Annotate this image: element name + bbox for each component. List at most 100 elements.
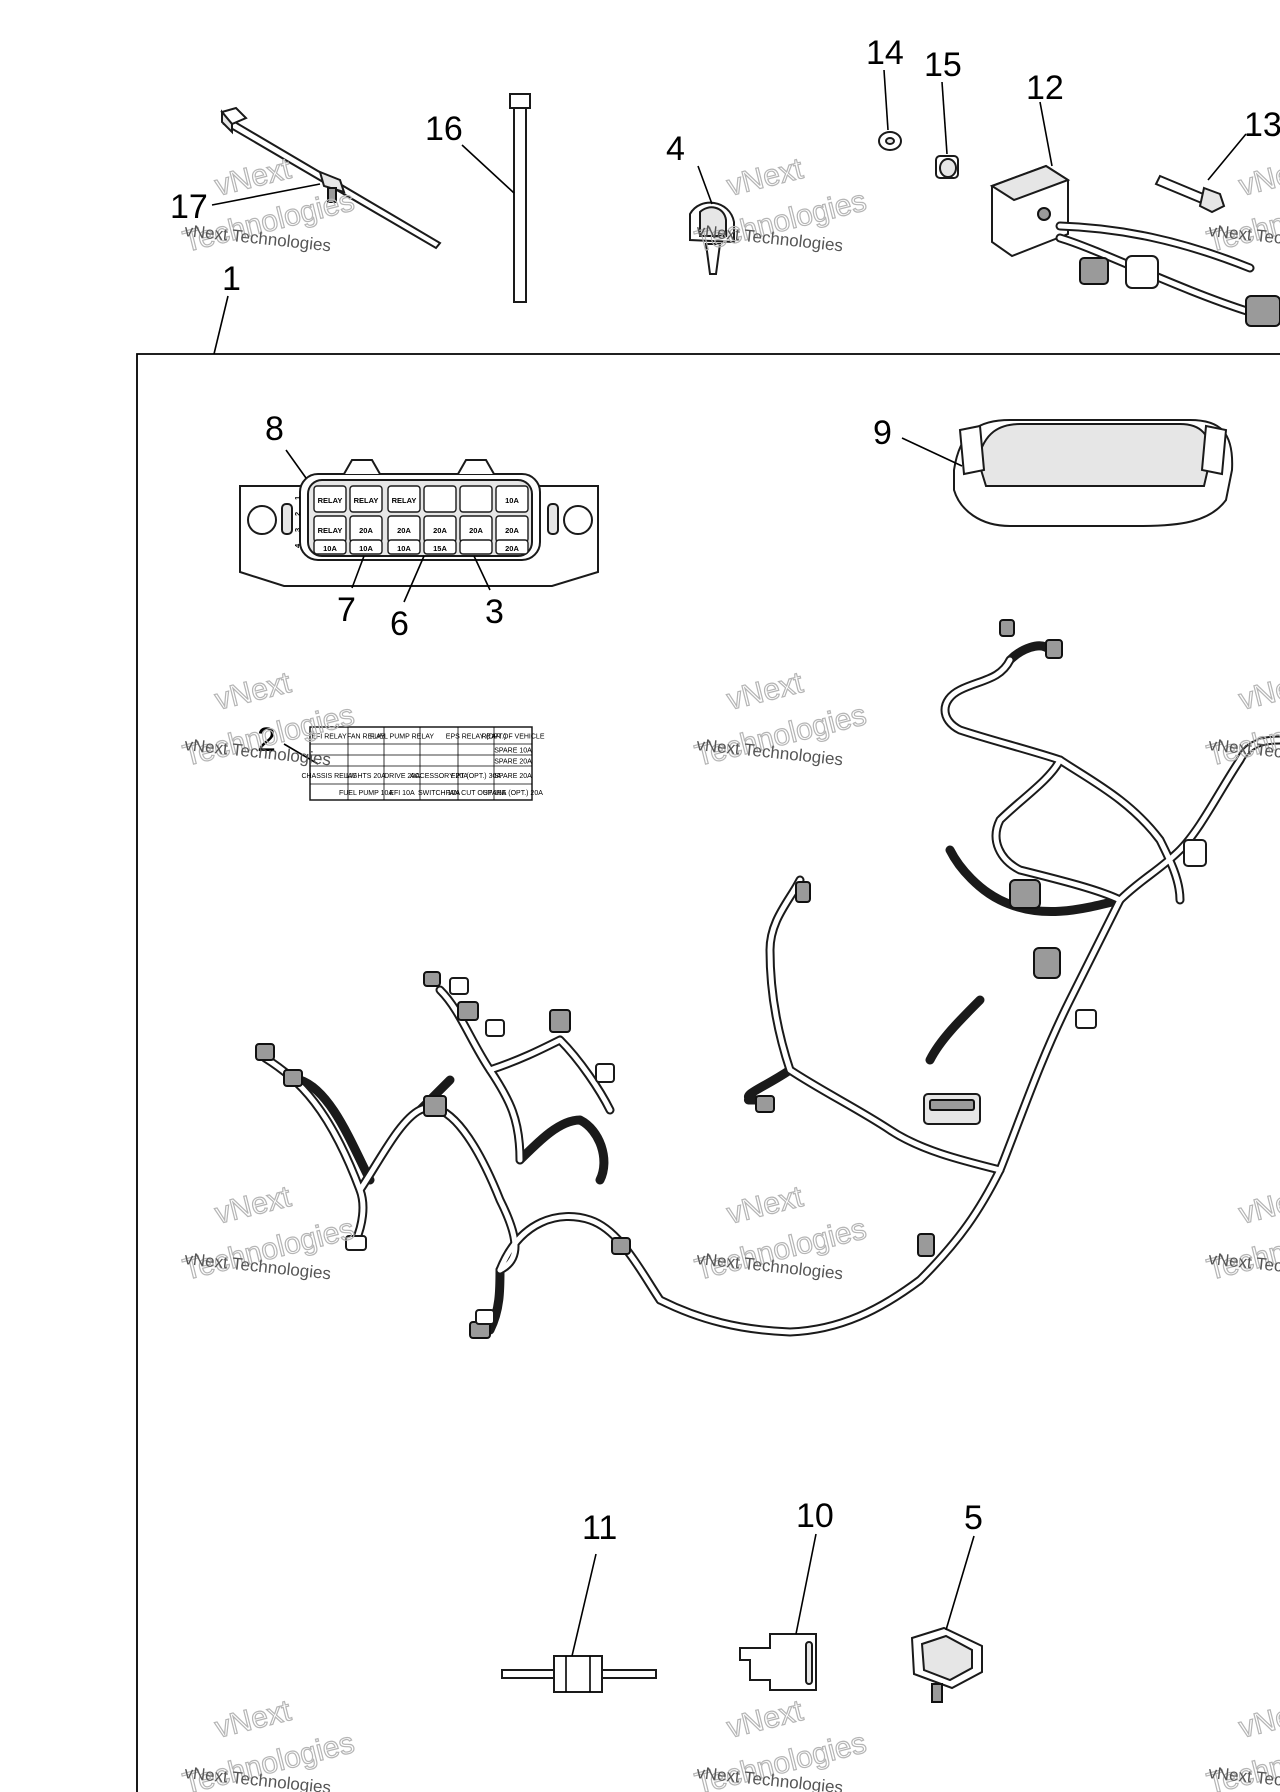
fuse-slot-label: RELAY xyxy=(318,496,343,505)
fuse-grid: RELAY RELAY RELAY 10A RELAY 20A 20A 20A 20A 20A 10… xyxy=(293,485,529,555)
fuse-slot-label: 20A xyxy=(469,526,483,535)
callout-5-leader xyxy=(945,1535,975,1631)
fuse-slot-label: RELAY xyxy=(318,526,343,535)
watermark-text: vNext xyxy=(724,1180,807,1231)
main-wiring-harness xyxy=(255,619,1280,1339)
decal-cell: FUEL PUMP 10A xyxy=(339,790,393,797)
spacer-part xyxy=(935,155,959,179)
fuse-slot-label: 10A xyxy=(397,544,411,553)
watermark-text: vNext xyxy=(212,1694,295,1745)
decal-cell: SPARE 20A xyxy=(494,773,532,780)
fuse-slot xyxy=(459,539,493,555)
decal-cell: SPARE (OPT.) 20A xyxy=(483,790,543,797)
callout-5: 5 xyxy=(964,1499,983,1537)
fuse-slot xyxy=(459,485,493,513)
inline-fuse-holder-part xyxy=(501,1655,657,1693)
callout-11-leader xyxy=(571,1553,597,1657)
decal-cell: DRIVE 20A xyxy=(384,773,420,780)
callout-7: 7 xyxy=(337,591,356,629)
decal-cell: SPARE 20A xyxy=(494,759,532,766)
fuse-slot xyxy=(387,539,421,555)
callout-1: 1 xyxy=(222,260,241,298)
fuse-row-number: 3 xyxy=(293,528,302,532)
decal-cell: EFI 10A xyxy=(389,790,415,797)
fuse-slot-label: 20A xyxy=(433,526,447,535)
fuse-slot-label: RELAY xyxy=(392,496,417,505)
callout-4: 4 xyxy=(666,130,685,168)
fuse-row-number: 4 xyxy=(293,543,302,548)
decal-cell: EPT (OPT.) 30A xyxy=(451,773,501,780)
nut-part xyxy=(878,131,902,151)
fuse-slot xyxy=(313,485,347,513)
callout-12: 12 xyxy=(1026,69,1064,107)
callout-3-leader xyxy=(473,555,491,591)
bolt-part xyxy=(1154,174,1226,214)
watermark-text: vNext xyxy=(212,1180,295,1231)
fuse-slot xyxy=(495,539,529,555)
callout-15: 15 xyxy=(924,46,962,84)
watermark-text: vNext xyxy=(1236,152,1280,203)
fuse-slot xyxy=(387,485,421,513)
watermark-text: vNext xyxy=(724,1694,807,1745)
fuse-slot xyxy=(495,485,529,513)
fuse-box-cover-part xyxy=(953,419,1234,527)
callout-16: 16 xyxy=(425,110,463,148)
callout-2: 2 xyxy=(257,721,276,759)
decal-cell: LIGHTS 20A xyxy=(346,773,386,780)
cable-tie-mount-part xyxy=(220,106,442,250)
blade-fuse-part xyxy=(739,1633,817,1691)
connector-part xyxy=(910,1626,983,1703)
watermark-text: vNext xyxy=(1236,1180,1280,1231)
fuse-slot-label: 10A xyxy=(359,544,373,553)
callout-11: 11 xyxy=(582,1509,617,1547)
callout-3: 3 xyxy=(485,593,504,631)
decal-cell: REAR OF VEHICLE xyxy=(481,734,544,741)
callout-14-leader xyxy=(883,69,889,131)
callout-9-leader xyxy=(901,437,963,467)
decal-cell: SPARE 10A xyxy=(494,748,532,755)
fuse-slot-label: 20A xyxy=(359,526,373,535)
straight-cable-tie-part xyxy=(509,93,531,303)
callout-4-leader xyxy=(697,165,713,205)
decal-cell: ACCESSORY 20A xyxy=(410,773,468,780)
callout-9: 9 xyxy=(873,414,892,452)
decal-cell: FAN RELAY xyxy=(347,734,385,741)
callout-1-leader xyxy=(213,295,229,355)
callout-17: 17 xyxy=(170,188,208,226)
decal-cell: EPS RELAY (OPT.) xyxy=(446,734,506,741)
callout-16-leader xyxy=(461,144,515,194)
fuse-row-number: 2 xyxy=(293,512,302,516)
decal-cell: EFI RELAY xyxy=(311,734,347,741)
callout-2-leader xyxy=(283,743,319,765)
fuse-slot-label: 20A xyxy=(505,544,519,553)
callout-14: 14 xyxy=(866,34,904,72)
callout-6-leader xyxy=(403,555,425,603)
push-clip-part xyxy=(689,201,735,275)
callout-10-leader xyxy=(795,1533,817,1635)
watermark-text: vNext xyxy=(724,152,807,203)
fuse-row-number: 1 xyxy=(293,496,302,500)
fuse-slot xyxy=(423,485,457,513)
decal-cell: CHASSIS RELAY xyxy=(301,773,356,780)
decal-cell: FAN CUT OUT 15A xyxy=(446,790,507,797)
fuse-slot-label: 15A xyxy=(433,544,447,553)
fuse-slot-label: RELAY xyxy=(354,496,379,505)
fuse-slot-label: 20A xyxy=(505,526,519,535)
callout-12-leader xyxy=(1039,101,1053,167)
fuse-slot xyxy=(349,485,383,513)
callout-17-leader xyxy=(211,183,321,206)
watermark-text: vNext xyxy=(724,666,807,717)
callout-8-leader xyxy=(285,449,307,479)
callout-13: 13 xyxy=(1244,106,1280,144)
